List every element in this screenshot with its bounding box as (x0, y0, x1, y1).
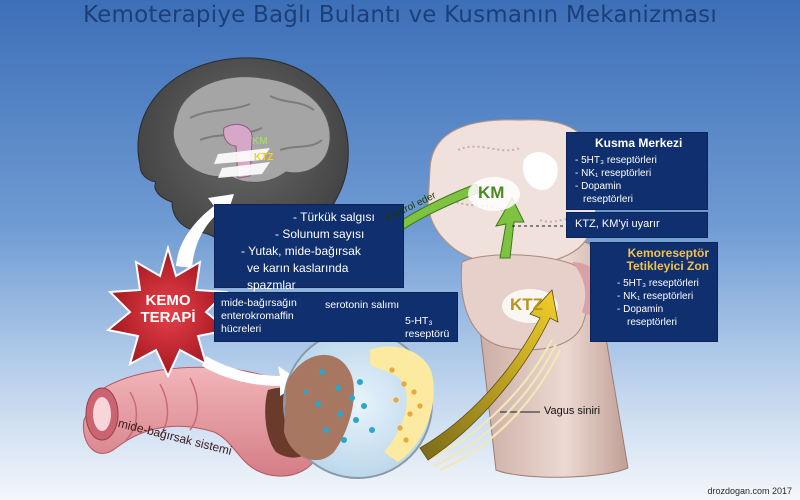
ktz-to-km-arrow (495, 196, 525, 259)
trigger-zone-item: - NK₁ reseptörleri (617, 291, 694, 302)
enterochromaffin-cell (284, 354, 355, 461)
km-node (468, 177, 520, 211)
5ht3-receptor-label: 5-HT₃ reseptörü (405, 315, 449, 341)
nerve-terminal (370, 346, 434, 462)
vomiting-center-item: - Dopamin (575, 181, 622, 192)
receptor-label-line2: reseptörü (405, 328, 450, 340)
effect-item: - Türkük salgısı (293, 210, 375, 224)
vomiting-center-panel: Kusma Merkezi - 5HT₃ reseptörleri - NK₁ … (566, 132, 708, 210)
trigger-zone-panel: Kemoreseptör Tetikleyici Zon - 5HT₃ rese… (590, 242, 718, 342)
effect-item: - Yutak, mide-bağırsak (241, 244, 361, 258)
chemotherapy-label-line1: KEMO (145, 292, 191, 309)
brain-illustration (172, 76, 331, 183)
chemotherapy-burst (105, 244, 231, 379)
enterochromaffin-cells-label: mide-bağırsağın enterokromaffin hücreler… (221, 297, 297, 336)
gut-labels-panel: mide-bağırsağın enterokromaffin hücreler… (214, 292, 458, 342)
effect-item: ve karın kaslarında spazmlar (247, 261, 349, 292)
vomiting-center-title: Kusma Merkezi (595, 136, 683, 150)
ktz-marker (218, 162, 270, 178)
effects-panel: - Türkük salgısı - Solunum sayısı - Yuta… (214, 204, 404, 292)
brain-km-label: KM (252, 136, 268, 147)
receptor-label-line1: 5-HT₃ (405, 315, 433, 327)
5ht3-receptors (389, 367, 423, 443)
credit-text: drozdogan.com 2017 (707, 486, 792, 496)
chemotherapy-label-line2: TERAPİ (140, 309, 196, 326)
cells-label-line3: hücreleri (221, 323, 262, 335)
trigger-zone-item: - 5HT₃ reseptörleri (617, 278, 699, 289)
effect-item: - Solunum sayısı (275, 227, 365, 241)
serotonin-molecules (303, 369, 375, 443)
trigger-zone-item: reseptörleri (627, 317, 678, 328)
km-marker (214, 148, 270, 164)
vagus-nerve-illustration (427, 339, 561, 472)
ktz-note-text: KTZ, KM'yi uyarır (575, 218, 660, 230)
vagus-nerve-label: Vagus siniri (544, 405, 601, 417)
brainstem-illustration (223, 124, 253, 179)
brain-ktz-label: KTZ (254, 152, 274, 163)
trigger-zone-item: - Dopamin (617, 304, 664, 315)
cells-label-line1: mide-bağırsağın (221, 297, 297, 309)
chemo-to-brain-arrow (176, 194, 234, 268)
vomiting-center-item: - 5HT₃ reseptörleri (575, 155, 657, 166)
page-title: Kemoterapiye Bağlı Bulantı ve Kusmanın M… (83, 2, 717, 28)
vomiting-center-item: reseptörleri (583, 194, 634, 205)
serotonin-release-label: serotonin salımı (325, 299, 400, 311)
trigger-zone-title-line1: Kemoreseptör (627, 246, 709, 260)
vagus-afferent-arrow (419, 289, 559, 461)
vomiting-center-item: - NK₁ reseptörleri (575, 168, 652, 179)
chemo-to-gut-arrow (202, 356, 302, 396)
ktz-node-label: KTZ (510, 295, 544, 314)
cells-label-line2: enterokromaffin (221, 310, 294, 322)
trigger-zone-title-line2: Tetikleyici Zon (626, 259, 709, 273)
ktz-note: KTZ, KM'yi uyarır (566, 212, 708, 238)
km-node-label: KM (478, 183, 505, 202)
ventricle-cavity (522, 151, 558, 191)
chemotherapy-label: KEMO TERAPİ (128, 292, 208, 326)
